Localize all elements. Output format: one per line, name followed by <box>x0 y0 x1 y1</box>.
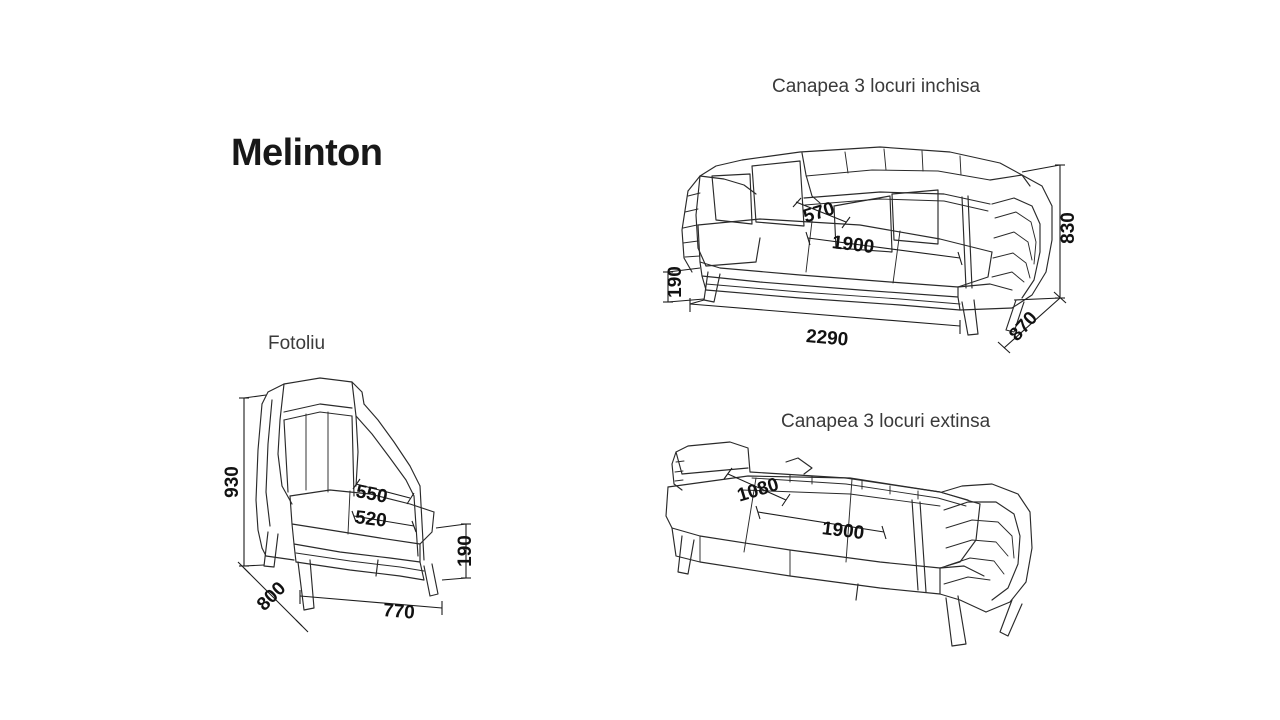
dim-armchair-leg-height: 190 <box>455 535 476 567</box>
dim-sofa-open-bed-width: 1080 <box>734 474 782 507</box>
dim-armchair-width: 770 <box>382 600 416 624</box>
dim-armchair-height: 930 <box>222 466 243 498</box>
section-label-sofa-closed: Canapea 3 locuri inchisa <box>772 76 981 97</box>
dim-sofa-closed-leg-height: 190 <box>665 266 686 298</box>
dim-sofa-closed-width: 2290 <box>805 326 850 351</box>
dim-sofa-open-bed-length: 1900 <box>820 518 866 545</box>
dim-armchair-seat-depth: 550 <box>354 481 390 508</box>
page-title: Melinton <box>231 132 383 174</box>
dim-sofa-closed-depth: 870 <box>1005 307 1043 346</box>
dim-armchair-depth: 800 <box>253 578 291 616</box>
section-label-sofa-open: Canapea 3 locuri extinsa <box>781 411 991 432</box>
dim-armchair-seat-width: 520 <box>353 507 388 532</box>
dim-sofa-closed-height: 830 <box>1058 212 1079 244</box>
dim-sofa-closed-seat-depth: 570 <box>800 198 838 228</box>
section-label-armchair: Fotoliu <box>268 333 326 354</box>
drawing-sofa-open <box>665 441 1033 647</box>
dim-sofa-closed-seat-width: 1900 <box>830 232 876 259</box>
